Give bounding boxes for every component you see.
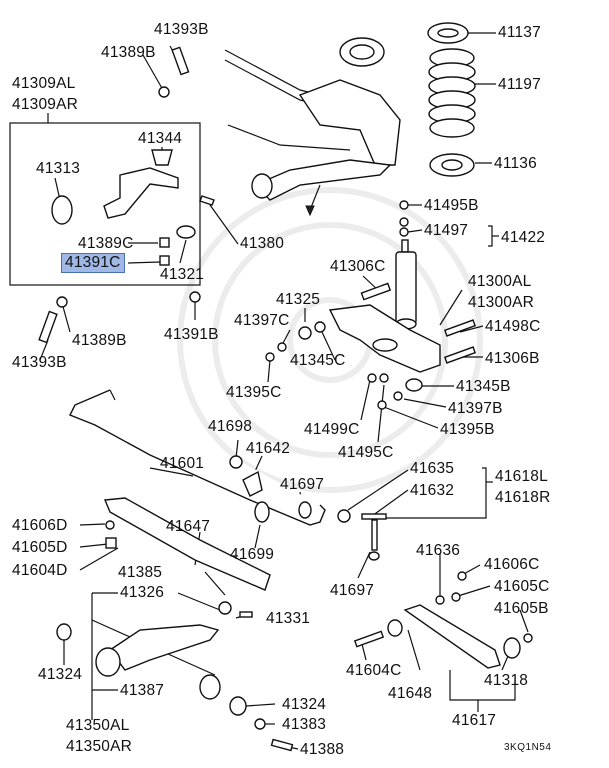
label-41495B: 41495B xyxy=(424,197,479,214)
label-41604C: 41604C xyxy=(346,662,402,679)
diagram-code: 3KQ1N54 xyxy=(504,742,552,753)
label-41395C: 41395C xyxy=(226,384,282,401)
label-41324-left: 41324 xyxy=(38,666,83,683)
label-41380: 41380 xyxy=(240,235,285,252)
label-41383: 41383 xyxy=(282,716,327,733)
label-41325: 41325 xyxy=(276,291,321,308)
label-41309AR: 41309AR xyxy=(12,96,79,113)
label-41385: 41385 xyxy=(118,564,163,581)
label-41300AR: 41300AR xyxy=(468,294,535,311)
label-41618R: 41618R xyxy=(495,489,551,506)
label-41345C: 41345C xyxy=(290,352,346,369)
label-41318: 41318 xyxy=(484,672,529,689)
label-41306B: 41306B xyxy=(485,350,540,367)
label-41697-top: 41697 xyxy=(280,476,325,493)
label-41389B-top: 41389B xyxy=(101,44,156,61)
label-41617: 41617 xyxy=(452,712,497,729)
leader-lines xyxy=(39,32,529,750)
part-shapes xyxy=(38,22,533,752)
label-41422: 41422 xyxy=(501,229,546,246)
label-41606D: 41606D xyxy=(12,517,68,534)
label-41331: 41331 xyxy=(266,610,311,627)
label-41389B-bottom: 41389B xyxy=(72,332,127,349)
label-41397B: 41397B xyxy=(448,400,503,417)
label-41326: 41326 xyxy=(120,584,165,601)
label-41309AL: 41309AL xyxy=(12,75,76,92)
label-41345B: 41345B xyxy=(456,378,511,395)
label-41699: 41699 xyxy=(230,546,275,563)
label-41632: 41632 xyxy=(410,482,455,499)
label-41391C-highlighted[interactable]: 41391C xyxy=(61,253,125,273)
label-41635: 41635 xyxy=(410,460,455,477)
label-41387: 41387 xyxy=(120,682,165,699)
label-41647: 41647 xyxy=(166,518,211,535)
label-41306C: 41306C xyxy=(330,258,386,275)
label-41350AR: 41350AR xyxy=(66,738,133,755)
label-41300AL: 41300AL xyxy=(468,273,532,290)
label-41395B: 41395B xyxy=(440,421,495,438)
upper-arm-assembly-box xyxy=(9,122,201,286)
label-41350AL: 41350AL xyxy=(66,717,130,734)
label-41137: 41137 xyxy=(498,24,541,41)
label-41197: 41197 xyxy=(498,76,541,93)
label-41497: 41497 xyxy=(424,222,469,239)
label-41605B: 41605B xyxy=(494,600,549,617)
label-41601: 41601 xyxy=(160,455,205,472)
label-41393B-top: 41393B xyxy=(154,21,209,38)
label-41606C: 41606C xyxy=(484,556,540,573)
label-41605D: 41605D xyxy=(12,539,68,556)
label-41495C: 41495C xyxy=(338,444,394,461)
label-41324-bottom: 41324 xyxy=(282,696,327,713)
label-41136: 41136 xyxy=(494,155,537,172)
label-41697-bottom: 41697 xyxy=(330,582,375,599)
label-41642: 41642 xyxy=(246,440,291,457)
label-41388: 41388 xyxy=(300,741,345,758)
label-41321: 41321 xyxy=(160,266,205,283)
label-41344: 41344 xyxy=(138,130,183,147)
label-41698: 41698 xyxy=(208,418,253,435)
label-41648: 41648 xyxy=(388,685,433,702)
label-41605C: 41605C xyxy=(494,578,550,595)
label-41389C: 41389C xyxy=(78,235,134,252)
label-41636: 41636 xyxy=(416,542,461,559)
label-41391B: 41391B xyxy=(164,326,219,343)
label-41393B-bottom: 41393B xyxy=(12,354,67,371)
label-41618L: 41618L xyxy=(495,468,548,485)
label-41397C: 41397C xyxy=(234,312,290,329)
label-41604D: 41604D xyxy=(12,562,68,579)
label-41499C: 41499C xyxy=(304,421,360,438)
label-41498C: 41498C xyxy=(485,318,541,335)
label-41313: 41313 xyxy=(36,160,81,177)
